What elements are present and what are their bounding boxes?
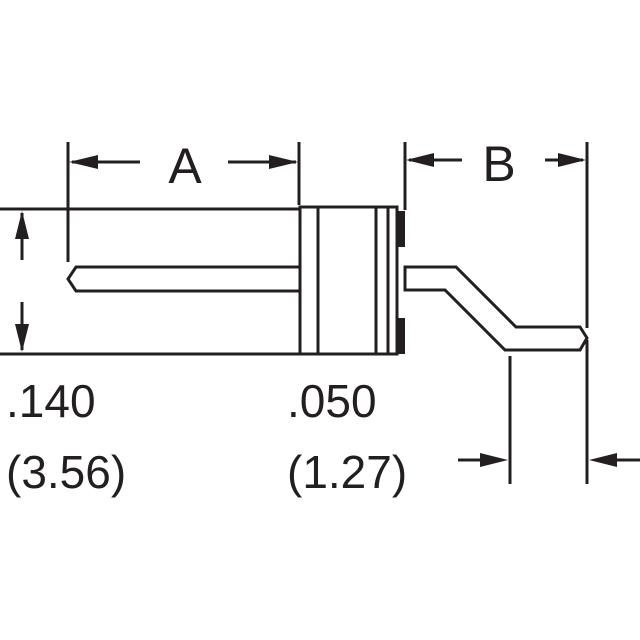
dim-b-arrowhead-left: [406, 153, 434, 167]
label-offset-inches: .050: [287, 375, 377, 427]
dimension-offset: [458, 340, 640, 484]
height-arrowhead-bottom: [15, 324, 29, 352]
dim-b-arrowhead-right: [558, 153, 586, 167]
dim-a-arrowhead-left: [69, 155, 98, 169]
left-pin: [66, 265, 302, 293]
label-offset-mm: (1.27): [287, 446, 407, 498]
dim-a-arrowhead-right: [269, 155, 298, 169]
right-bent-pin: [403, 265, 589, 352]
dimension-height: [0, 207, 300, 356]
label-dim-b: B: [482, 136, 515, 192]
body-tab-top: [397, 211, 405, 247]
offset-arrowhead-right: [589, 453, 617, 467]
body-tab-bottom: [397, 318, 405, 354]
body-outline: [298, 205, 399, 356]
label-height-mm: (3.56): [6, 446, 126, 498]
label-height-inches: .140: [6, 375, 96, 427]
label-dim-a: A: [168, 138, 202, 194]
height-arrowhead-top: [15, 211, 29, 239]
offset-arrowhead-left: [480, 453, 508, 467]
insulator-body: [298, 205, 405, 356]
dimension-b: [403, 142, 589, 328]
dimension-a: [66, 142, 301, 262]
